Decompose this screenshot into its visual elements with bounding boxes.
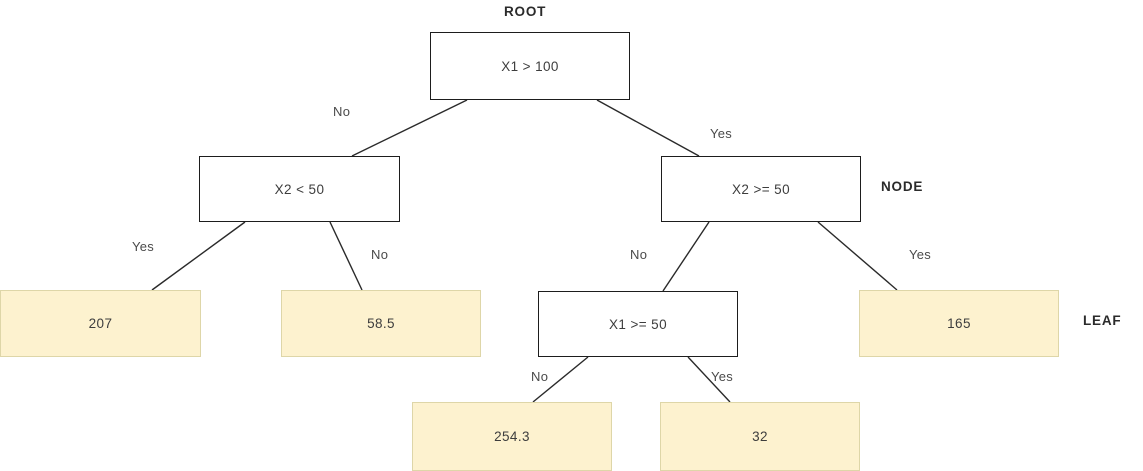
edge-label-e7: No [531, 369, 549, 384]
edge-label-e2: Yes [710, 126, 733, 141]
edge-label-e8: Yes [711, 369, 734, 384]
tree-edge-n_right-to-n_mid [662, 221, 710, 292]
edge-label-e3: Yes [132, 239, 155, 254]
tree-edge-n_left-to-l_585 [329, 221, 363, 291]
decision-node-n_right[interactable]: X2 >= 50 [661, 156, 861, 222]
edge-label-e5: No [630, 247, 648, 262]
leaf-node-l_165[interactable]: 165 [859, 290, 1059, 357]
legend-label-leaf: LEAF [1083, 313, 1122, 328]
node-label: 165 [947, 316, 971, 331]
leaf-node-l_207[interactable]: 207 [0, 290, 201, 357]
decision-node-n_left[interactable]: X2 < 50 [199, 156, 400, 222]
legend-label-root: ROOT [504, 4, 547, 19]
node-label: 254.3 [494, 429, 530, 444]
tree-edge-root-to-n_left [351, 99, 468, 157]
leaf-node-l_32[interactable]: 32 [660, 402, 860, 471]
tree-edge-n_left-to-l_207 [151, 221, 246, 291]
node-label: X1 > 100 [501, 58, 559, 74]
node-label: X1 >= 50 [609, 316, 667, 332]
edge-label-e4: No [371, 247, 389, 262]
tree-edge-root-to-n_right [596, 99, 700, 157]
tree-edge-n_mid-to-l_2543 [532, 356, 589, 403]
node-label: 58.5 [367, 316, 395, 331]
legend-label-node: NODE [881, 179, 924, 194]
node-label: X2 < 50 [274, 181, 325, 197]
node-label: 207 [88, 316, 113, 331]
tree-edge-n_right-to-l_165 [817, 221, 898, 291]
leaf-node-l_2543[interactable]: 254.3 [412, 402, 612, 471]
decision-node-root[interactable]: X1 > 100 [430, 32, 630, 100]
decision-node-n_mid[interactable]: X1 >= 50 [538, 291, 738, 357]
tree-edge-n_mid-to-l_32 [687, 356, 731, 403]
node-label: X2 >= 50 [732, 181, 790, 197]
edge-label-e6: Yes [909, 247, 932, 262]
leaf-node-l_585[interactable]: 58.5 [281, 290, 481, 357]
node-label: 32 [752, 429, 768, 444]
edge-label-e1: No [333, 104, 351, 119]
